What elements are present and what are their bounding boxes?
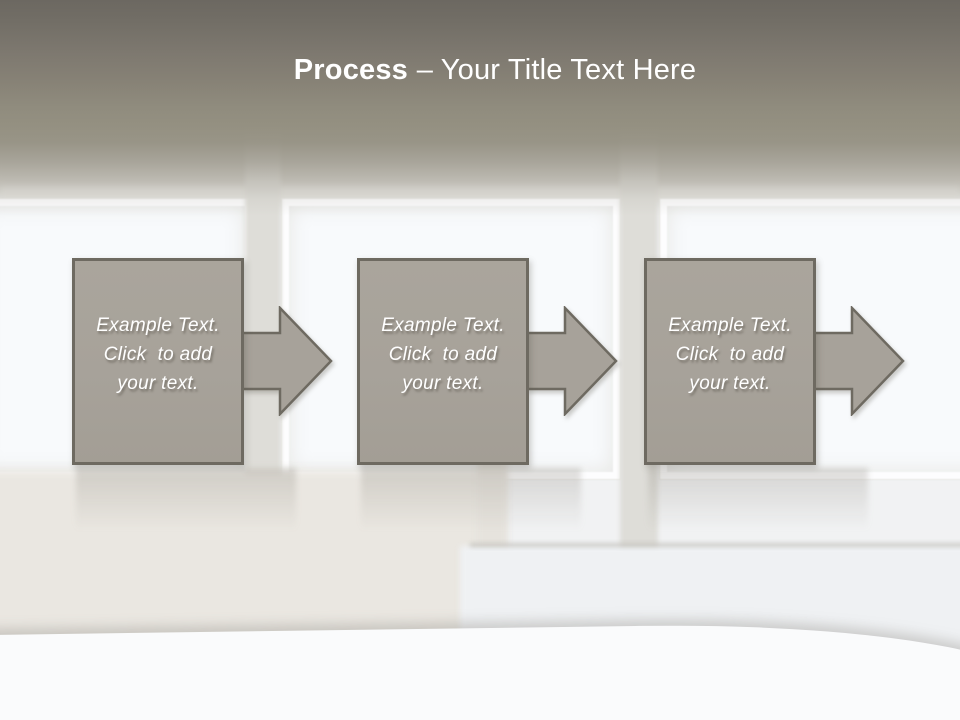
step-text-line: your text.	[689, 373, 771, 394]
step-text-line: Example Text.	[381, 315, 505, 336]
step-text-line: your text.	[117, 373, 199, 394]
process-arrow-icon	[526, 306, 618, 416]
step-text-line: Click to add	[675, 344, 785, 365]
step-text-line: Click to add	[388, 344, 498, 365]
title-subtitle-text: – Your Title Text Here	[416, 54, 697, 86]
process-arrow-icon	[813, 306, 905, 416]
background-floor-shadow	[470, 543, 960, 547]
box-reflection	[76, 468, 296, 546]
step-text-line: Click to add	[103, 344, 213, 365]
process-step-3: Example Text. Click to add your text.	[644, 258, 908, 546]
step-text-line: your text.	[402, 373, 484, 394]
process-step-box[interactable]: Example Text. Click to add your text.	[72, 258, 244, 465]
process-step-2: Example Text. Click to add your text.	[357, 258, 621, 546]
title-keyword: Process	[293, 54, 409, 86]
process-step-box[interactable]: Example Text. Click to add your text.	[644, 258, 816, 465]
background-couch	[0, 620, 960, 720]
background-wall-left	[0, 470, 505, 655]
process-arrow-icon	[241, 306, 333, 416]
box-reflection	[361, 468, 581, 546]
process-step-1: Example Text. Click to add your text.	[72, 258, 336, 546]
header-gradient-band	[0, 0, 960, 216]
slide-title: Process– Your Title Text Here	[0, 54, 960, 87]
box-reflection	[648, 468, 868, 546]
step-text-line: Example Text.	[96, 315, 220, 336]
step-text-line: Example Text.	[668, 315, 792, 336]
process-step-box[interactable]: Example Text. Click to add your text.	[357, 258, 529, 465]
